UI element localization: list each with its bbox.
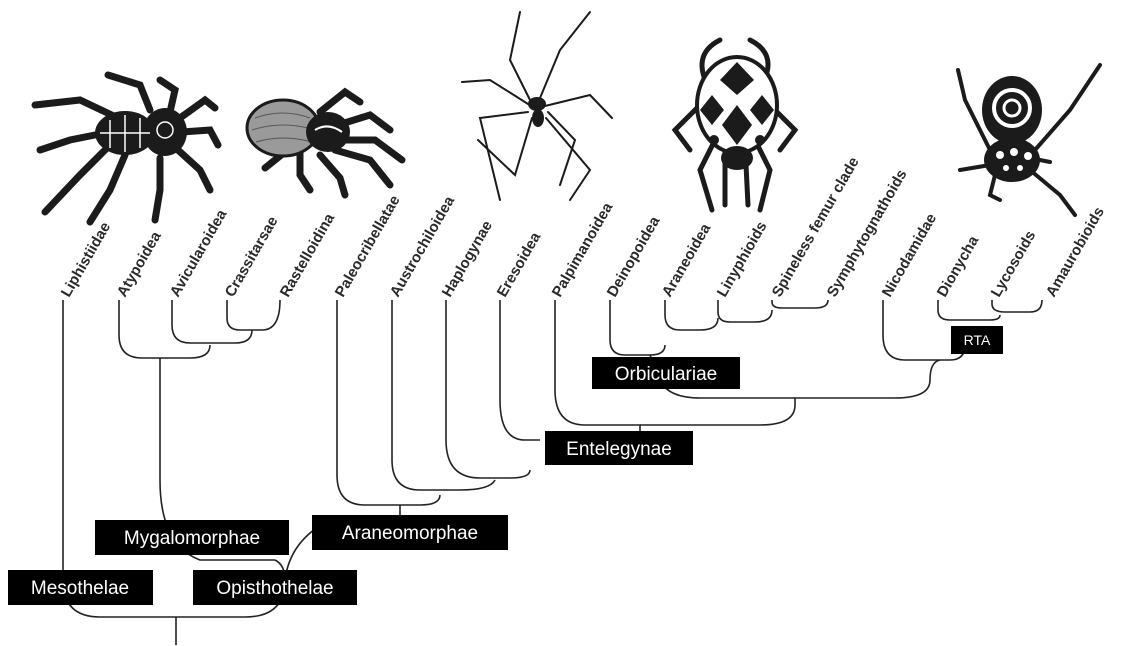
taxon-label: Rastelloidina xyxy=(277,210,339,300)
clade-text: Opisthothelae xyxy=(216,578,333,599)
taxon-label: Avicularoidea xyxy=(167,206,231,300)
taxon-label: Araneoidea xyxy=(659,220,715,300)
clade-label-opisthothelae: Opisthothelae xyxy=(193,570,357,605)
taxon-label: Liphistiidae xyxy=(58,219,114,300)
clade-text: RTA xyxy=(964,332,991,348)
clade-text: Mygalomorphae xyxy=(124,528,260,549)
taxon-label: Dionycha xyxy=(934,232,983,300)
clade-label-mesothelae: Mesothelae xyxy=(8,570,153,605)
clade-label-mygalomorphae: Mygalomorphae xyxy=(95,520,289,555)
taxon-label: Crassitarsae xyxy=(222,213,282,300)
spider-haplogyne-icon xyxy=(462,12,612,200)
clade-label-orbiculariae: Orbiculariae xyxy=(592,357,740,389)
taxon-label: Atypoidea xyxy=(114,228,165,300)
taxon-label: Haplogynae xyxy=(439,218,496,300)
clade-label-araneomorphae: Araneomorphae xyxy=(312,515,508,550)
clade-text: Orbiculariae xyxy=(615,364,717,385)
clade-text: Mesothelae xyxy=(31,578,129,599)
spider-mygalomorph-icon xyxy=(247,92,402,195)
taxon-label: Nicodamidae xyxy=(879,211,940,300)
clade-label-entelegynae: Entelegynae xyxy=(545,431,693,465)
clade-text: Araneomorphae xyxy=(342,523,478,544)
taxon-label: Deinopoidea xyxy=(604,213,664,300)
taxon-label: Linyphioids xyxy=(714,219,771,300)
spider-liphistiid-icon xyxy=(35,75,218,222)
spider-orbweaver-icon xyxy=(675,40,795,210)
taxon-label: Lycosoids xyxy=(988,228,1040,300)
taxon-label: Eresoidea xyxy=(494,229,545,300)
taxon-label: Amaurobioids xyxy=(1043,204,1108,300)
taxon-labels: Liphistiidae Atypoidea Avicularoidea Cra… xyxy=(58,154,1108,300)
spider-jumping-icon xyxy=(958,65,1100,215)
clade-text: Entelegynae xyxy=(566,439,672,460)
clade-label-rta: RTA xyxy=(951,326,1003,354)
